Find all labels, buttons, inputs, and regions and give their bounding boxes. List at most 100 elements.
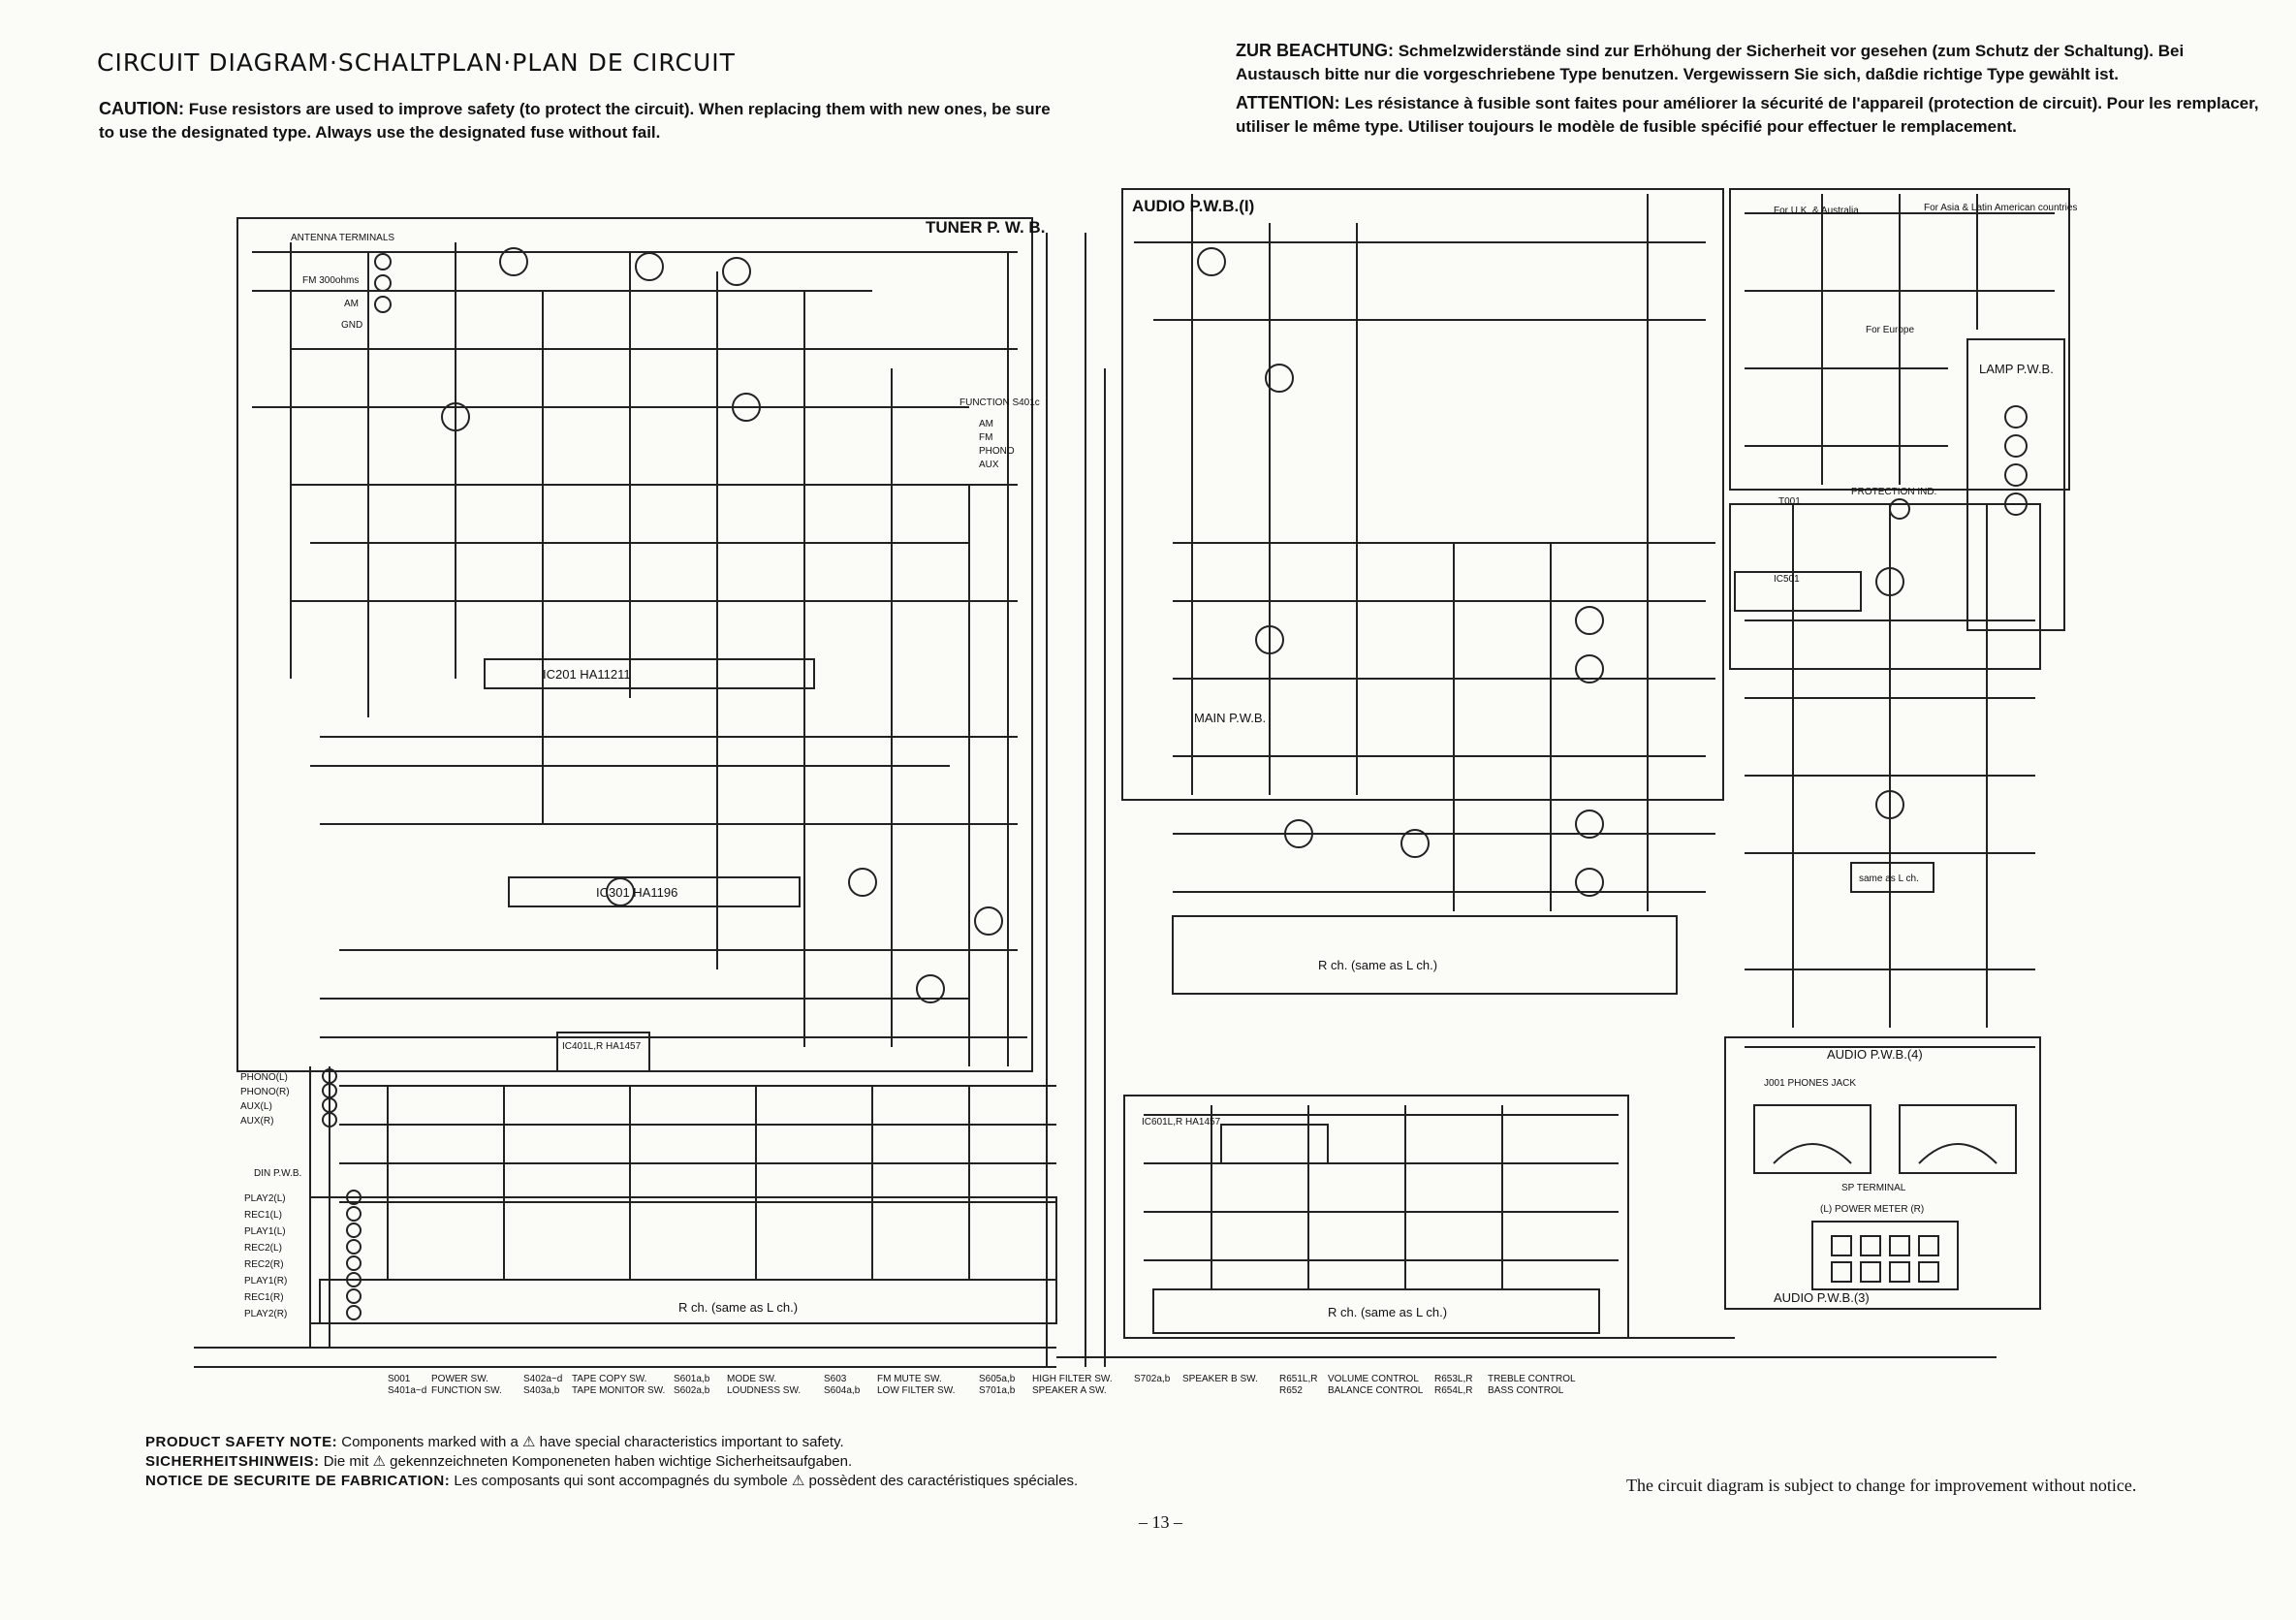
phones-jack-label: J001 PHONES JACK bbox=[1764, 1078, 1856, 1089]
function-switch-label: FUNCTION S401c bbox=[959, 397, 1040, 408]
input-label: REC2(L) bbox=[244, 1243, 282, 1254]
page-number: – 13 – bbox=[1139, 1512, 1182, 1532]
switch-desc: TAPE COPY SW. bbox=[572, 1374, 646, 1384]
switch-ref: S701a,b bbox=[979, 1385, 1016, 1396]
input-labels: PHONO(L) PHONO(R) AUX(L) AUX(R) PLAY2(L)… bbox=[240, 1072, 290, 1319]
zur-label: ZUR BEACHTUNG: bbox=[1236, 41, 1394, 60]
same-as-lch-label: same as L ch. bbox=[1859, 874, 1919, 884]
rch-main-label: R ch. (same as L ch.) bbox=[1318, 958, 1437, 972]
safety-en: PRODUCT SAFETY NOTE: Components marked w… bbox=[145, 1433, 1115, 1452]
safety-fr: NOTICE DE SECURITE DE FABRICATION: Les c… bbox=[145, 1472, 1115, 1491]
rch-tone-block bbox=[1152, 1288, 1600, 1334]
audio4-board-label: AUDIO P.W.B.(4) bbox=[1827, 1047, 1923, 1062]
function-options: AM FM PHONO AUX bbox=[979, 419, 1015, 470]
switch-desc: TAPE MONITOR SW. bbox=[572, 1385, 665, 1396]
power-meter-label: (L) POWER METER (R) bbox=[1820, 1204, 1924, 1215]
lamp-board-outline bbox=[1966, 338, 2065, 631]
switch-desc: TREBLE CONTROL bbox=[1488, 1374, 1576, 1384]
input-label: PHONO(R) bbox=[240, 1087, 290, 1097]
switch-desc: SPEAKER A SW. bbox=[1032, 1385, 1107, 1396]
tuner-board-outline bbox=[236, 217, 1033, 1072]
for-uk-label: For U.K. & Australia bbox=[1774, 206, 1859, 216]
safety-de: SICHERHEITSHINWEIS: Die mit ⚠ gekennzeic… bbox=[145, 1452, 1115, 1472]
switch-desc: FUNCTION SW. bbox=[431, 1385, 502, 1396]
input-label: AUX(R) bbox=[240, 1116, 273, 1127]
zur-beachtung-note: ZUR BEACHTUNG: Schmelzwiderstände sind z… bbox=[1236, 39, 2263, 86]
rch-preamp-label: R ch. (same as L ch.) bbox=[678, 1300, 798, 1315]
input-label: REC2(R) bbox=[244, 1259, 284, 1270]
same-as-lch-block bbox=[1850, 862, 1934, 893]
t001-label: T001 bbox=[1778, 496, 1801, 507]
tuner-board-label: TUNER P. W. B. bbox=[926, 218, 1045, 237]
antenna-label: ANTENNA TERMINALS bbox=[291, 233, 394, 243]
protection-outline bbox=[1729, 503, 2041, 670]
safety-de-label: SICHERHEITSHINWEIS: bbox=[145, 1453, 320, 1470]
switch-desc: POWER SW. bbox=[431, 1374, 488, 1384]
audio1-board-outline bbox=[1121, 188, 1724, 801]
ic501-block bbox=[1734, 571, 1862, 612]
function-option: AM bbox=[979, 419, 993, 429]
attention-note: ATTENTION: Les résistance à fusible sont… bbox=[1236, 91, 2263, 139]
safety-fr-text: Les composants qui sont accompagnés du s… bbox=[454, 1473, 1079, 1489]
audio3-board-outline bbox=[1724, 1036, 2041, 1310]
tone-board-outline bbox=[1123, 1095, 1629, 1339]
switch-ref: S603 bbox=[824, 1374, 847, 1384]
input-label: PLAY2(R) bbox=[244, 1309, 287, 1319]
switch-ref: S401a~d bbox=[388, 1385, 426, 1396]
safety-notes: PRODUCT SAFETY NOTE: Components marked w… bbox=[145, 1433, 1115, 1491]
switch-ref: S602a,b bbox=[674, 1385, 710, 1396]
safety-en-label: PRODUCT SAFETY NOTE: bbox=[145, 1434, 338, 1450]
ic301-label: IC301 HA1196 bbox=[596, 885, 677, 900]
switch-desc: LOUDNESS SW. bbox=[727, 1385, 801, 1396]
rch-preamp-block bbox=[319, 1279, 1057, 1324]
switch-desc: BASS CONTROL bbox=[1488, 1385, 1564, 1396]
caution-text: Fuse resistors are used to improve safet… bbox=[99, 100, 1051, 142]
ic301-block bbox=[508, 876, 801, 907]
switch-ref: R653L,R bbox=[1434, 1374, 1472, 1384]
switch-legend: S001 POWER SW. S401a~d FUNCTION SW. S402… bbox=[388, 1374, 1576, 1396]
ic401-label: IC401L,R HA1457 bbox=[562, 1041, 642, 1052]
switch-desc: FM MUTE SW. bbox=[877, 1374, 942, 1384]
ic401-block bbox=[556, 1032, 650, 1072]
for-asia-label: For Asia & Latin American countries bbox=[1924, 203, 2077, 213]
switch-ref: S605a,b bbox=[979, 1374, 1016, 1384]
switch-ref: S702a,b bbox=[1134, 1374, 1171, 1384]
ic601-block bbox=[1220, 1124, 1329, 1164]
caution-note: CAUTION: Fuse resistors are used to impr… bbox=[99, 97, 1068, 144]
safety-de-text: Die mit ⚠ gekennzeichneten Komponeneten … bbox=[323, 1453, 853, 1470]
input-label: PLAY1(L) bbox=[244, 1226, 286, 1237]
switch-desc: VOLUME CONTROL bbox=[1328, 1374, 1419, 1384]
switch-ref: S402a~d bbox=[523, 1374, 562, 1384]
din-board-label: DIN P.W.B. bbox=[254, 1168, 301, 1179]
audio3-board-label: AUDIO P.W.B.(3) bbox=[1774, 1290, 1870, 1305]
fm-300-label: FM 300ohms bbox=[302, 275, 359, 286]
switch-ref: S604a,b bbox=[824, 1385, 861, 1396]
switch-desc: LOW FILTER SW. bbox=[877, 1385, 955, 1396]
audio1-board-label: AUDIO P.W.B.(I) bbox=[1132, 197, 1254, 215]
rch-main-block bbox=[1172, 915, 1678, 995]
function-option: AUX bbox=[979, 460, 999, 470]
input-label: REC1(L) bbox=[244, 1210, 282, 1221]
ic201-label: IC201 HA11211 bbox=[543, 667, 631, 682]
sp-terminal-caption: SP TERMINAL bbox=[1841, 1183, 1906, 1193]
input-label: PHONO(L) bbox=[240, 1072, 288, 1083]
switch-ref: R654L,R bbox=[1434, 1385, 1472, 1396]
input-label: REC1(R) bbox=[244, 1292, 284, 1303]
switch-desc: MODE SW. bbox=[727, 1374, 776, 1384]
caution-label: CAUTION: bbox=[99, 99, 184, 118]
ic501-label: IC501 bbox=[1774, 574, 1800, 585]
am-label: AM bbox=[344, 299, 359, 309]
zur-text: Schmelzwiderstände sind zur Erhöhung der… bbox=[1236, 42, 2185, 83]
switch-desc: BALANCE CONTROL bbox=[1328, 1385, 1424, 1396]
switch-ref: S601a,b bbox=[674, 1374, 710, 1384]
switch-ref: S403a,b bbox=[523, 1385, 560, 1396]
rch-tone-label: R ch. (same as L ch.) bbox=[1328, 1305, 1447, 1319]
gnd-label: GND bbox=[341, 320, 362, 331]
switch-ref: S001 bbox=[388, 1374, 411, 1384]
attention-text: Les résistance à fusible sont faites pou… bbox=[1236, 94, 2259, 136]
for-europe-label: For Europe bbox=[1866, 325, 1914, 335]
switch-ref: R651L,R bbox=[1279, 1374, 1317, 1384]
protection-label: PROTECTION IND. bbox=[1851, 487, 1936, 497]
ic201-block bbox=[484, 658, 815, 689]
